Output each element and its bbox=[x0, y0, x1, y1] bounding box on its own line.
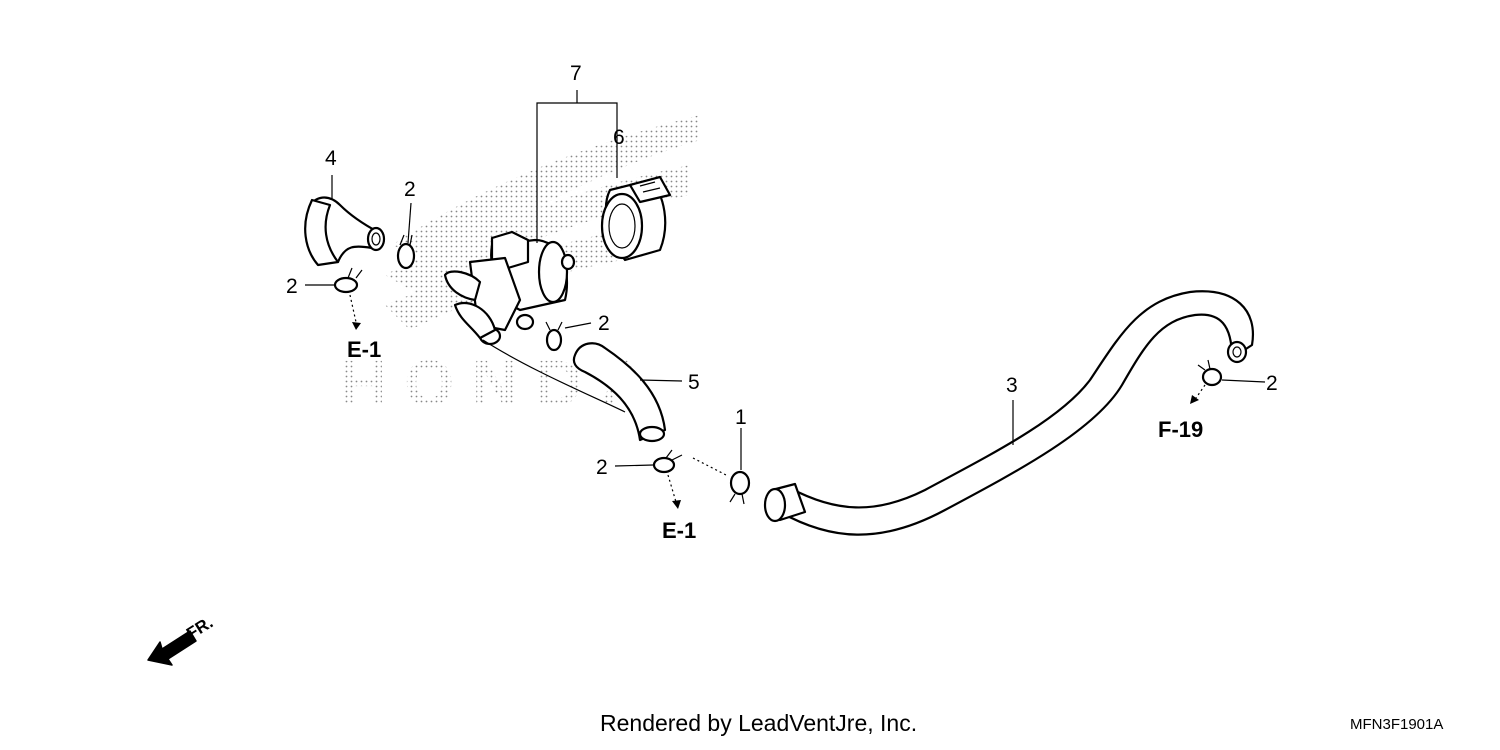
reference-labels[interactable]: E-1 E-1 F-19 bbox=[347, 337, 1203, 543]
reference-arrows bbox=[352, 322, 1199, 509]
clip-1 bbox=[729, 470, 751, 505]
callout-2b: 2 bbox=[286, 275, 298, 298]
callout-2a: 2 bbox=[404, 178, 416, 201]
part-6-bracket bbox=[600, 175, 672, 262]
part-7-valve bbox=[443, 230, 576, 346]
clip-2e bbox=[1197, 359, 1223, 387]
callout-1: 1 bbox=[735, 406, 747, 429]
ref-e1-left[interactable]: E-1 bbox=[347, 337, 381, 362]
arrow-front-icon bbox=[147, 630, 197, 666]
callout-2d: 2 bbox=[596, 456, 608, 479]
diagram-code: MFN3F1901A bbox=[1350, 716, 1444, 733]
clip-2b bbox=[333, 267, 363, 294]
callout-5: 5 bbox=[688, 371, 700, 394]
front-direction: FR. bbox=[147, 613, 216, 666]
callout-6: 6 bbox=[613, 126, 625, 149]
callout-2c: 2 bbox=[598, 312, 610, 335]
clip-2a bbox=[396, 234, 416, 270]
callout-4: 4 bbox=[325, 147, 337, 170]
footer-credit: Rendered by LeadVentJre, Inc. bbox=[600, 710, 918, 736]
part-4-hose bbox=[304, 196, 386, 267]
clip-2d bbox=[652, 449, 683, 474]
callout-7: 7 bbox=[570, 62, 582, 85]
leader-lines bbox=[305, 90, 1266, 503]
ref-e1-bottom[interactable]: E-1 bbox=[662, 518, 696, 543]
ref-f19[interactable]: F-19 bbox=[1158, 417, 1203, 442]
callout-2e: 2 bbox=[1266, 372, 1278, 395]
part-5-hose bbox=[572, 342, 667, 443]
callout-3: 3 bbox=[1006, 374, 1018, 397]
callout-numbers: 7 6 4 2 2 2 5 1 2 3 2 bbox=[286, 62, 1278, 479]
clip-2c bbox=[545, 321, 563, 352]
part-3-hose bbox=[763, 290, 1255, 536]
